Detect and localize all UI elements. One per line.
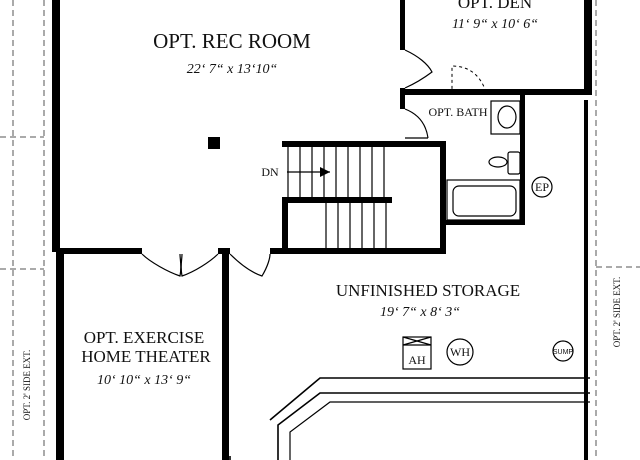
storage-name: UNFINISHED STORAGE: [336, 281, 520, 300]
electrical-panel-icon: EP: [531, 176, 553, 198]
den-name: OPT. DEN: [458, 0, 532, 12]
bath: [404, 95, 525, 225]
svg-text:SUMP: SUMP: [553, 349, 574, 356]
exercise-dims: 10‘ 10“ x 13‘ 9“: [97, 373, 191, 388]
water-heater-icon: WH: [446, 338, 474, 366]
den-dims: 11‘ 9“ x 10‘ 6“: [452, 17, 538, 32]
svg-text:EP: EP: [535, 180, 549, 194]
stair-treads-upper: [287, 147, 385, 197]
den-walls: [400, 0, 590, 109]
stairs-down-label: DN: [261, 165, 279, 179]
support-post: [208, 137, 220, 149]
stair-treads-lower: [325, 203, 387, 250]
exterior-walls: [52, 0, 592, 460]
storage-outline: [229, 377, 590, 460]
air-handler-icon: AH: [402, 336, 432, 370]
rec-room-dims: 22‘ 7“ x 13‘10“: [187, 62, 278, 77]
stairs-down-arrow-icon: [320, 167, 330, 177]
equipment: EP AH WH SUMP: [402, 176, 574, 370]
svg-text:AH: AH: [408, 353, 426, 367]
exercise-name-line2: HOME THEATER: [81, 347, 211, 366]
svg-text:WH: WH: [450, 345, 470, 359]
sump-icon: SUMP: [552, 340, 574, 362]
exercise-name-line1: OPT. EXERCISE: [84, 328, 205, 347]
side-ext-right-label: OPT. 2' SIDE EXT.: [612, 277, 622, 348]
storage-dims: 19‘ 7“ x 8‘ 3“: [380, 305, 460, 320]
stairs: [282, 141, 446, 253]
side-ext-left-label: OPT. 2' SIDE EXT.: [22, 350, 32, 421]
interior-walls: [56, 137, 446, 460]
bath-name: OPT. BATH: [428, 105, 487, 119]
rec-room-name: OPT. REC ROOM: [153, 29, 311, 53]
